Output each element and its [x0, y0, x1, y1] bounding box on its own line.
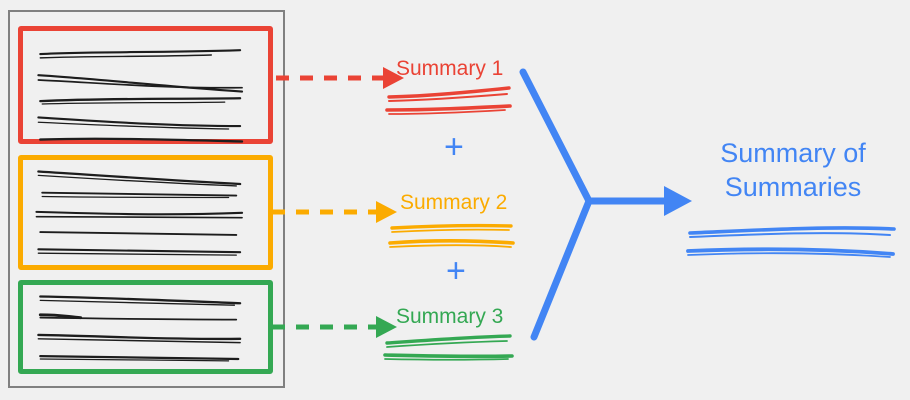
final-summary-line-1: Summary of: [720, 138, 866, 168]
summary-2-scribbles: [388, 223, 515, 248]
final-summary-scribbles: [686, 226, 896, 258]
document-stack: [8, 10, 285, 388]
summary-1-label: Summary 1: [396, 57, 504, 80]
summary-3-label: Summary 3: [396, 305, 504, 328]
plus-operator-1: +: [444, 128, 464, 166]
merge-arrow: [519, 68, 672, 341]
summary-3-scribbles: [383, 334, 514, 361]
document-group-2: [18, 155, 273, 270]
document-group-3: [18, 280, 273, 374]
dashed-arrow-3: [272, 316, 397, 338]
document-group-2-text-lines: [35, 170, 244, 256]
dashed-arrow-2: [272, 201, 397, 223]
summary-1-scribbles: [385, 86, 512, 115]
document-group-1-text-lines: [37, 49, 244, 143]
plus-operator-2: +: [446, 252, 466, 290]
document-group-1: [18, 26, 273, 144]
final-summary-label: Summary of Summaries: [688, 136, 898, 204]
document-group-3-text-lines: [37, 295, 242, 362]
dashed-arrow-1: [276, 67, 404, 89]
final-summary-line-2: Summaries: [724, 172, 862, 202]
summary-2-label: Summary 2: [400, 191, 508, 214]
